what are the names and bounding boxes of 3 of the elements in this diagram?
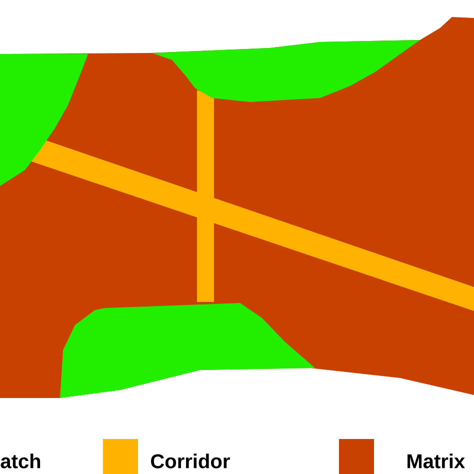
legend-label: Corridor: [151, 454, 230, 468]
legend-label: Matrix: [408, 454, 465, 468]
legend-label: atch: [0, 454, 40, 468]
